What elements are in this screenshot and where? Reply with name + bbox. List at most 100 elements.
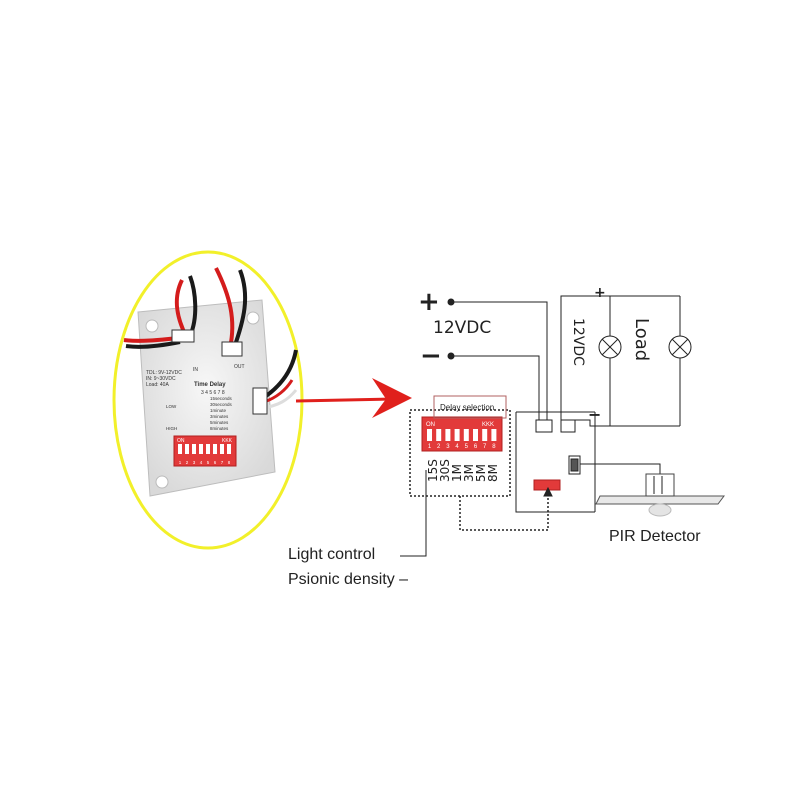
input-connector	[535, 419, 553, 433]
dip-knob	[178, 444, 182, 454]
dip-number: 8	[228, 460, 231, 465]
psionic-density-label: Psionic density –	[288, 571, 408, 588]
dip-knob	[227, 444, 231, 454]
delay-selection-frame	[433, 395, 507, 419]
dip-knob	[436, 429, 442, 441]
dip-knob	[454, 429, 460, 441]
pir-detector-body	[645, 473, 675, 497]
red-wire-out	[214, 267, 235, 349]
schematic-dip-brand: KKK	[482, 422, 494, 428]
mount-hole-top-left	[145, 319, 159, 333]
dip-knob	[213, 444, 217, 454]
dip-number: 5	[207, 460, 210, 465]
dip-number: 1	[428, 444, 432, 450]
wire-supply-minus	[451, 355, 540, 420]
pointer-arrow-shaft	[295, 397, 393, 403]
connector-in	[171, 329, 195, 343]
module-board-line-1: TDL: 9V-12VDC	[146, 370, 182, 376]
red-wire-left-2	[123, 336, 179, 343]
dip-knob	[206, 444, 210, 454]
module-dip-switch	[173, 435, 237, 467]
pointer-arrow-head	[372, 378, 412, 418]
delay-value-15s: 15S	[426, 459, 440, 482]
dip-number: 4	[200, 460, 203, 465]
pir-ceiling-plate	[595, 495, 725, 505]
dashed-link	[459, 494, 549, 531]
delay-value-1m: 1M	[450, 464, 464, 482]
lamp-2-cross-b	[671, 338, 689, 356]
module-dip-on: ON	[177, 438, 185, 444]
module-switch-numbers: 3 4 5 6 7 8	[201, 390, 225, 396]
delay-value-5m: 5M	[474, 464, 488, 482]
output-connector	[560, 419, 576, 433]
wire-supply-plus	[451, 301, 548, 420]
module-photo	[123, 267, 298, 497]
black-wire-left-2	[125, 340, 181, 349]
dip-knob	[192, 444, 196, 454]
dip-knob	[463, 429, 469, 441]
supply-minus-sign: −	[420, 341, 442, 371]
dip-number: 3	[446, 444, 450, 450]
module-delay-5: 5minutes	[210, 420, 229, 425]
module-board-line-2: IN: 9~30VDC	[146, 376, 176, 382]
pir-detector-label: PIR Detector	[609, 528, 701, 545]
load-minus-sign: −	[588, 405, 601, 424]
dip-number: 8	[492, 444, 496, 450]
schematic-text: + 12VDC − + − Delay selection ON KKK PIR…	[288, 285, 701, 588]
module-dip-knobs	[178, 444, 231, 454]
mount-hole-top-right	[246, 311, 260, 325]
dip-knob	[445, 429, 451, 441]
delay-selection-title: Delay selection	[440, 403, 494, 412]
supply-plus-sign: +	[418, 287, 440, 317]
dip-knob	[220, 444, 224, 454]
pir-connector-inner	[570, 458, 579, 472]
delay-value-8m: 8M	[486, 464, 500, 482]
dip-number: 5	[465, 444, 469, 450]
module-delay-2: 30seconds	[210, 402, 233, 407]
module-delay-1: 15seconds	[210, 396, 233, 401]
schematic	[400, 295, 725, 557]
wire-load-top	[560, 295, 680, 420]
dip-number: 4	[455, 444, 459, 450]
dip-number: 7	[483, 444, 487, 450]
dip-knob	[482, 429, 488, 441]
module-light-high: HIGH	[166, 426, 177, 431]
dip-knob	[427, 429, 432, 441]
delay-values: 15S 30S 1M 3M 5M 8M	[426, 459, 500, 482]
load-label: Load	[631, 318, 652, 361]
dip-number: 7	[221, 460, 224, 465]
schematic-dip-switch	[421, 416, 503, 452]
schematic-dip-on: ON	[426, 422, 435, 428]
dashed-link-arrowhead	[543, 486, 553, 497]
module-connector-out-label: OUT	[234, 364, 245, 370]
dip-number: 2	[437, 444, 441, 450]
sensor-wire-black	[264, 349, 298, 398]
connector-out	[221, 341, 243, 357]
module-light-low: LOW	[166, 404, 177, 409]
module-delay-3: 1minute	[210, 408, 227, 413]
supply-voltage-label: 12VDC	[433, 318, 491, 338]
module-dip-brand: KKK	[222, 438, 233, 444]
module-time-delay-title: Time Delay	[194, 382, 226, 388]
lamp-1-cross-b	[601, 338, 619, 356]
board-dip-switch	[533, 479, 561, 491]
delay-value-3m: 3M	[462, 464, 476, 482]
callout-line	[400, 470, 427, 557]
module-delay-4: 3minutes	[210, 414, 229, 419]
dip-knob	[473, 429, 478, 441]
delay-value-30s: 30S	[438, 459, 452, 482]
load-plus-sign: +	[594, 285, 606, 301]
light-control-label: Light control	[288, 546, 375, 563]
dip-number: 2	[186, 460, 189, 465]
module-board-line-3: Load: 40A	[146, 382, 169, 388]
vertical-12vdc-label: 12VDC	[570, 318, 586, 366]
dip-number: 3	[193, 460, 196, 465]
dip-number: 6	[214, 460, 217, 465]
schematic-dip-knobs	[427, 429, 497, 441]
dip-number: 6	[474, 444, 478, 450]
black-wire-out	[232, 269, 248, 349]
wire-pir-cable	[580, 463, 661, 478]
